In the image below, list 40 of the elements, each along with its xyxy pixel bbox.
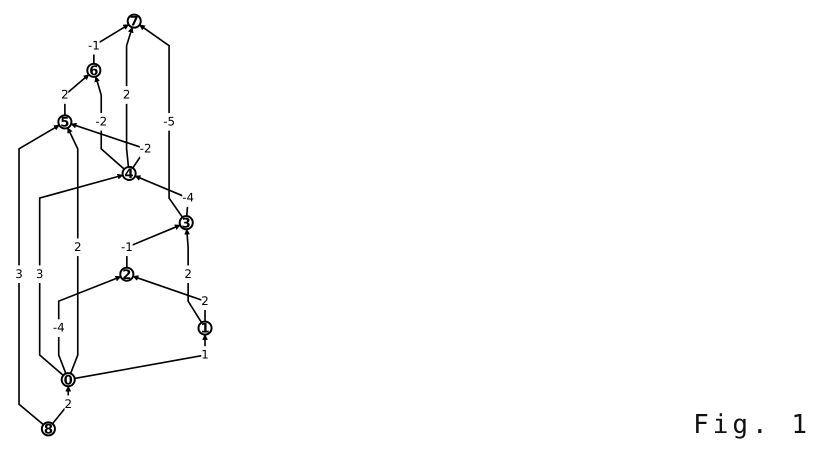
edge-label: 3 [36, 267, 44, 282]
edge-label: 1 [201, 348, 209, 362]
edge-label: 2 [122, 88, 130, 102]
node-circle: 5 [57, 114, 72, 130]
arrow [93, 24, 129, 64]
edge-label: -5 [163, 115, 175, 129]
node-circle: 4 [122, 166, 137, 181]
edge-label: -2 [95, 115, 108, 129]
arrow [67, 128, 79, 374]
edge-label: -4 [182, 191, 194, 205]
edge-label: -4 [52, 321, 65, 335]
arrow [38, 174, 124, 376]
arrow [58, 276, 122, 374]
edge-label: -1 [88, 38, 100, 53]
arrow [132, 275, 206, 322]
node-circle: 1 [198, 320, 213, 336]
edge-label: 2 [184, 267, 192, 282]
edge-label: 2 [61, 88, 69, 102]
figure-caption: Fig. 1 [693, 410, 811, 440]
edge-label: 2 [64, 397, 72, 412]
node-circle: 8 [40, 421, 56, 436]
edge-label: 3 [15, 267, 23, 282]
node-circle: 3 [178, 215, 194, 230]
node-circle: 0 [60, 372, 76, 388]
node-circle: 7 [126, 14, 142, 29]
edge-label: 2 [74, 240, 82, 254]
arrow [64, 74, 90, 116]
arrow [94, 76, 125, 170]
edge-label: 2 [201, 294, 209, 308]
arrow [184, 228, 202, 323]
arrow [126, 224, 180, 268]
arrow [74, 334, 208, 380]
node-circle: 2 [119, 266, 134, 282]
edge-label: -2 [140, 142, 152, 156]
arrow [139, 24, 184, 218]
arrow [126, 27, 134, 168]
node-circle: 6 [86, 62, 102, 78]
edge-label: -1 [120, 240, 133, 254]
arrow [18, 124, 60, 426]
arrow [134, 175, 189, 216]
